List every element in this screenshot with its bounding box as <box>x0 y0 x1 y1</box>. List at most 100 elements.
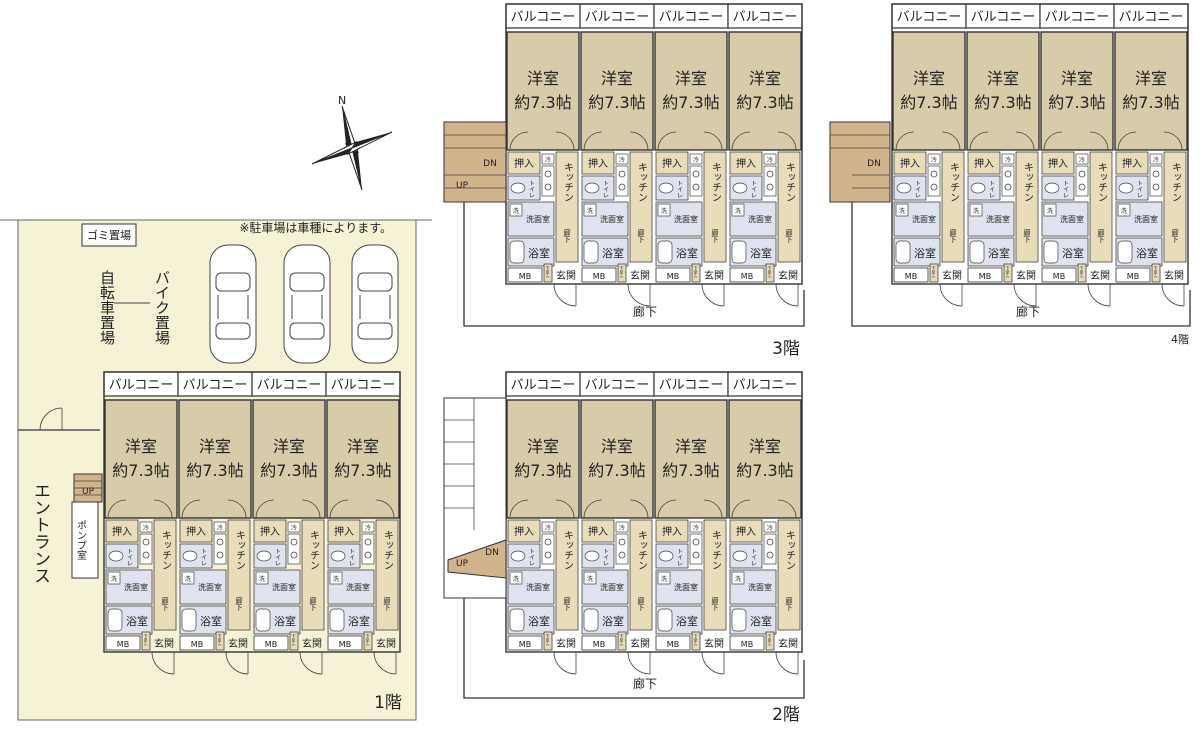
stove-icon <box>287 533 301 565</box>
meter-box <box>581 267 617 283</box>
svg-text:洗: 洗 <box>185 575 191 583</box>
washroom-label: 洗面室 <box>674 214 698 224</box>
closet <box>655 151 689 175</box>
stair-3f: DN UP <box>443 121 507 203</box>
shoe-cabinet-label: 下足入 <box>620 266 625 278</box>
entry-label: 玄関 <box>704 269 724 282</box>
stair-dn-label: DN <box>867 159 881 169</box>
bath-label: 浴室 <box>750 246 772 260</box>
entry-label: 玄関 <box>154 637 174 650</box>
meter-box <box>327 635 363 651</box>
bath-label: 浴室 <box>126 614 148 628</box>
meter-box <box>1041 267 1077 283</box>
closet-label: 押入 <box>1122 157 1142 170</box>
entry-label: 玄関 <box>556 637 576 650</box>
bath-label: 浴室 <box>914 246 936 260</box>
kitchen <box>1089 151 1113 263</box>
balcony-label: バルコニー <box>585 10 650 25</box>
bathtub-icon <box>583 608 599 632</box>
washer-icon <box>731 203 745 217</box>
kitchen-label: キッチン <box>1170 162 1181 202</box>
kitchen <box>777 151 801 263</box>
bathtub-icon <box>657 240 673 264</box>
washroom-label: 洗面室 <box>674 582 698 592</box>
bathtub-icon <box>969 240 985 264</box>
entry-door <box>775 283 799 307</box>
stair-4f: DN <box>829 121 891 203</box>
closet-label: 押入 <box>514 525 534 538</box>
washroom-label: 洗面室 <box>526 582 550 592</box>
closet <box>729 519 763 543</box>
room-size-label: 約7.3帖 <box>588 93 645 112</box>
washer-icon <box>583 571 597 585</box>
svg-text:洗: 洗 <box>513 575 519 583</box>
stair-up-label: UP <box>82 487 95 497</box>
balcony <box>325 371 401 397</box>
toilet-label: トイレ <box>528 180 535 198</box>
meter-box <box>581 635 617 651</box>
svg-text:洗: 洗 <box>1121 207 1127 215</box>
car-icon <box>209 244 257 364</box>
car-icon <box>283 244 331 364</box>
toilet-label: トイレ <box>676 548 683 566</box>
hall-label: 廊下 <box>637 596 645 612</box>
stair-2f: DN UP <box>443 397 507 599</box>
stair-up-label: UP <box>456 559 469 569</box>
bath-label: 浴室 <box>348 614 370 628</box>
balcony <box>1113 3 1189 29</box>
bath-label: 浴室 <box>1062 246 1084 260</box>
hall-label: 廊下 <box>383 596 391 612</box>
stove-icon <box>615 533 629 565</box>
western-room <box>1040 31 1114 151</box>
closet <box>105 519 139 543</box>
entry-door <box>775 651 799 675</box>
room-size-label: 約7.3帖 <box>974 93 1031 112</box>
closet-label: 押入 <box>186 525 206 538</box>
kitchen-label: キッチン <box>1096 162 1107 202</box>
pump-room: ポンプ室 <box>71 501 99 579</box>
floor-label-2f: 2階 <box>772 705 800 725</box>
closet-label: 押入 <box>1048 157 1068 170</box>
balcony-label: バルコニー <box>897 10 962 25</box>
shoe-cabinet <box>1151 263 1161 283</box>
svg-text:洗: 洗 <box>973 207 979 215</box>
washer-icon <box>1117 203 1131 217</box>
shoe-cabinet <box>543 631 553 651</box>
svg-text:冷: 冷 <box>693 156 699 164</box>
room-type-label: 洋室 <box>913 69 945 88</box>
bathtub-icon <box>329 608 345 632</box>
entrance-label: エントランス <box>30 482 50 584</box>
kitchen-label: キッチン <box>160 530 171 570</box>
closet <box>179 519 213 543</box>
bathtub-icon <box>731 240 747 264</box>
stove-icon <box>361 533 375 565</box>
entry-label: 玄関 <box>556 269 576 282</box>
washroom-label: 洗面室 <box>748 582 772 592</box>
western-room <box>178 399 252 519</box>
toilet-label: トイレ <box>528 548 535 566</box>
kitchen <box>941 151 965 263</box>
closet <box>253 519 287 543</box>
fridge-icon <box>139 521 153 533</box>
kitchen-label: キッチン <box>562 530 573 570</box>
corridor-label-4f: 廊下 <box>1016 304 1040 319</box>
meter-box <box>1115 267 1151 283</box>
room-size-label: 約7.3帖 <box>514 93 571 112</box>
fridge-icon <box>689 153 703 165</box>
meter-box <box>179 635 215 651</box>
washer-icon <box>895 203 909 217</box>
balcony-label: バルコニー <box>257 378 322 393</box>
washer-icon <box>657 203 671 217</box>
entry-label: 玄関 <box>1090 269 1110 282</box>
washer-icon <box>509 571 523 585</box>
shoe-cabinet-label: 下足入 <box>1154 266 1159 278</box>
shoe-cabinet-label: 下足入 <box>144 634 149 646</box>
fridge-icon <box>287 521 301 533</box>
closet-label: 押入 <box>260 525 280 538</box>
